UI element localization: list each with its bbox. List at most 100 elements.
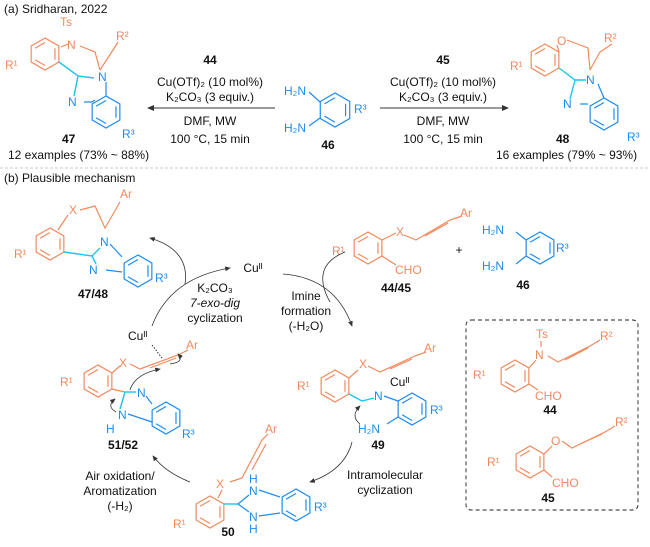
compound-48: O R² R¹ N N R³ 48 16 examples (79% ~ 93%… [496,31,640,162]
step-text: K₂CO₃ [197,281,233,295]
x-label: X [359,357,367,371]
catalyst-text: Cu(OTf)₂ (10 mol%) [157,75,263,89]
cycle-arrows [149,237,353,483]
double-bond [285,510,297,518]
benzene-ring [195,495,225,529]
double-bond [357,253,369,261]
compound-number: 49 [371,438,385,452]
double-bond [401,414,413,422]
compound-number: 51/52 [108,438,138,452]
double-bond [95,117,107,125]
reagent-number: 44 [203,53,217,67]
n-label: N [68,95,77,109]
structure-44: Ts N R² R¹ CHO 44 [473,327,613,417]
compound-number: 48 [556,132,570,146]
reagent-number: 45 [436,53,450,67]
double-bond [529,253,541,261]
product-47-48: Ar X R¹ N N R³ 47/48 [14,187,168,301]
solvent-text: DMF, MW [417,114,470,128]
double-bond [34,59,46,67]
ts-label: Ts [536,327,548,341]
r3-label: R³ [430,403,443,417]
r1-label: R¹ [332,244,345,258]
compound-47: Ts N R² R¹ N N R³ 47 12 examples (73% ~ … [5,15,149,162]
r3-label: R³ [314,500,327,514]
r1-label: R¹ [173,517,186,531]
x-label: X [216,477,224,491]
r1-label: R¹ [297,379,310,393]
benzene-ring [281,488,311,522]
ar-label: Ar [460,206,472,220]
step-text: cyclization [357,483,412,497]
copper-label: Cuᴵᴵ [390,375,409,389]
r3-label: R³ [155,271,168,285]
benzene-ring [151,401,181,435]
n-label: N [137,386,146,400]
benzene-ring [91,95,121,129]
double-bond [324,97,336,105]
base-text: K₂CO₃ (3 equiv.) [399,90,487,104]
solvent-text: DMF, MW [184,114,237,128]
compound-number: 46 [516,278,530,292]
double-bond [199,517,211,525]
r2-label: R² [116,29,129,43]
conditions-text: 100 °C, 15 min [170,132,250,146]
compound-number: 45 [541,491,555,505]
double-bond [39,231,51,239]
double-bond [87,368,99,376]
compound-number: 46 [321,138,335,152]
h-label: H [249,522,258,536]
double-bond [324,391,336,399]
right-conditions: 45 Cu(OTf)₂ (10 mol%) K₂CO₃ (3 equiv.) D… [390,53,496,146]
cho-label: CHO [395,263,422,277]
x-label: X [119,356,127,370]
step-text: Air oxidation/ [85,469,155,483]
h-label: H [249,472,258,486]
step-text: Aromatization [83,484,156,498]
amine-label: H₂N [482,259,504,273]
plus-sign: + [455,243,462,257]
o-label: O [551,434,560,448]
r3-label: R³ [556,241,569,255]
ar-label: Ar [424,341,436,355]
step-text: cyclization [187,311,242,325]
double-bond [127,258,139,266]
r1-label: R¹ [14,247,27,261]
double-bond [155,423,167,431]
aldehyde-44-45: X Ar R¹ CHO 44/45 [332,206,472,295]
compound-number: 44/45 [381,281,411,295]
n-label: N [100,235,109,249]
r3-label: R³ [182,427,195,441]
catalyst-text: Cu(OTf)₂ (10 mol%) [390,75,496,89]
h-label: H [106,422,115,436]
step-text: Imine [291,289,321,303]
double-bond [127,276,139,284]
amine-label: H₂N [482,223,504,237]
ts-label: Ts [60,15,72,29]
double-bond [39,249,51,257]
double-bond [324,115,336,123]
double-bond [87,386,99,394]
intermediate-50: Ar X R¹ H N N H R³ 50 [173,422,327,539]
compound-number: 44 [543,403,557,417]
double-bond [593,101,605,109]
yield-text: 12 examples (73% ~ 88%) [8,148,149,162]
copper-catalyst-label: Cuᴵᴵ [243,261,262,275]
double-bond [285,492,297,500]
double-bond [401,396,413,404]
r1-label: R¹ [487,455,500,469]
step-intramolecular-cyclization: Intramolecular cyclization [347,468,423,497]
compound-number: 50 [221,525,235,539]
benzene-ring [515,445,545,479]
compound-number: 47 [62,132,76,146]
benzene-ring [397,392,427,426]
compound-46: H₂N H₂N R³ 46 [284,84,367,152]
benzene-ring [589,97,619,131]
o-label: O [557,34,566,48]
double-bond [519,449,531,457]
r2-label: R² [604,31,617,45]
benzene-ring [525,231,555,265]
r2-label: R² [615,415,628,429]
r3-label: R³ [354,102,367,116]
ar-label: Ar [265,422,277,436]
